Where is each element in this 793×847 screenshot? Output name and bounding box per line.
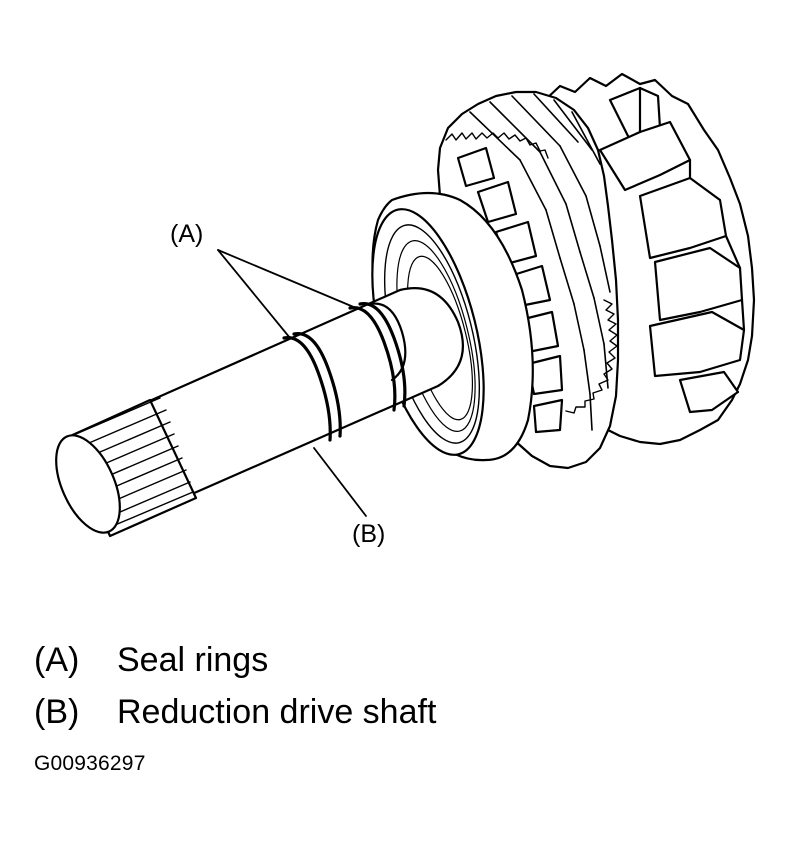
legend-label-b: Reduction drive shaft bbox=[117, 693, 437, 731]
seal-ring-a-outer bbox=[282, 332, 342, 442]
leader-a-2 bbox=[217, 249, 357, 309]
legend: (A) Seal rings (B) Reduction drive shaft bbox=[34, 634, 436, 738]
callout-a-label: (A) bbox=[170, 220, 204, 248]
legend-row-a: (A) Seal rings bbox=[34, 634, 436, 686]
reduction-drive-shaft bbox=[55, 287, 464, 538]
seal-ring-a-inner bbox=[348, 302, 407, 412]
leader-b bbox=[313, 447, 367, 517]
leader-a-1 bbox=[217, 249, 291, 339]
legend-label-a: Seal rings bbox=[117, 641, 269, 679]
figure-id: G00936297 bbox=[34, 752, 146, 775]
legend-row-b: (B) Reduction drive shaft bbox=[34, 686, 436, 738]
callout-b-label: (B) bbox=[352, 520, 386, 548]
leader-lines bbox=[217, 249, 367, 517]
legend-key-a: (A) bbox=[34, 641, 80, 679]
legend-key-b: (B) bbox=[34, 693, 80, 731]
